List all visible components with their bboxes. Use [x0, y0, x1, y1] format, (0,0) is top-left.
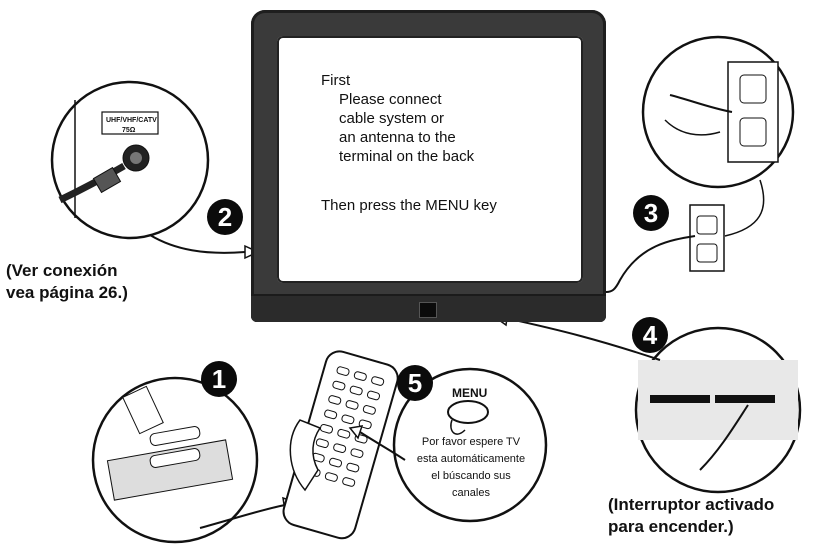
step-1-badge: 1 [201, 361, 237, 397]
menu-bubble-line: esta automáticamente [416, 453, 526, 465]
step-2-badge: 2 [207, 199, 243, 235]
switch-caption-line1: (Interruptor activado [608, 495, 775, 514]
power-switch-inset [634, 326, 802, 494]
menu-bubble-line: el búscando sus [431, 470, 511, 482]
screen-footer: Then press the MENU key [321, 197, 497, 214]
battery-inset [91, 376, 259, 544]
menu-bubble [392, 367, 548, 523]
tv-front-panel [251, 294, 606, 322]
connection-caption-line1: (Ver conexión [6, 261, 118, 280]
step-3-badge: 3 [633, 195, 669, 231]
tv-screen [277, 36, 583, 283]
menu-bubble-line: canales [452, 487, 490, 499]
impedance-label: 75Ω [122, 127, 136, 134]
wall-outlet-inset [641, 35, 795, 189]
step-4-badge: 4 [632, 317, 668, 353]
menu-key-label: MENU [452, 386, 488, 400]
antenna-terminal-inset [50, 80, 210, 240]
screen-heading: First [321, 72, 351, 89]
screen-line: an antenna to the [339, 129, 456, 146]
terminal-label: UHF/VHF/CATV [106, 117, 157, 124]
screen-line: cable system or [339, 110, 445, 127]
television [251, 10, 606, 322]
power-button [419, 302, 437, 318]
screen-line: terminal on the back [339, 148, 475, 165]
screen-line: Please connect [339, 91, 442, 108]
remote-control [282, 350, 399, 540]
step-5-badge: 5 [397, 365, 433, 401]
switch-caption-line2: para encender.) [608, 517, 734, 536]
connection-caption-line2: vea página 26.) [6, 283, 128, 302]
menu-bubble-line: Por favor espere TV [421, 436, 521, 448]
